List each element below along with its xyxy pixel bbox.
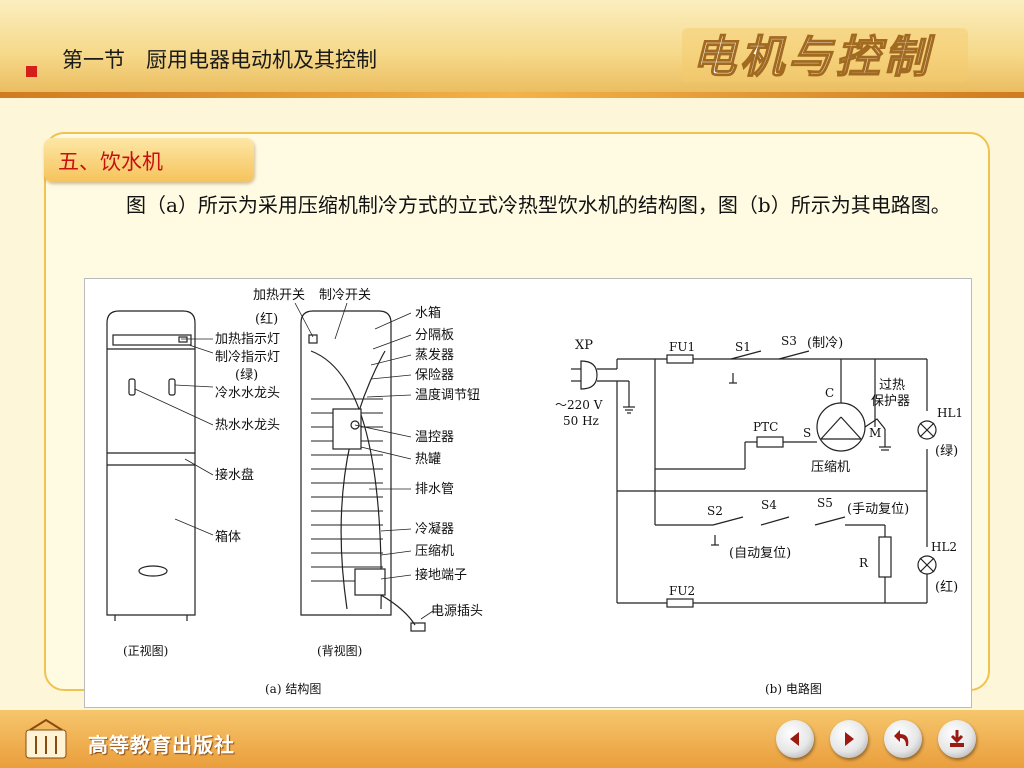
label-cool-lamp: 制冷指示灯 [215,350,280,365]
label-evaporator: 蒸发器 [415,347,454,363]
end-icon [950,730,964,747]
label-s4: S4 [761,498,777,512]
label-m: M [869,426,881,440]
label-freq: 50 Hz [563,414,599,428]
label-s3-note: (制冷) [807,336,843,351]
label-drain-pipe: 排水管 [415,482,454,497]
label-protector: 保险器 [415,368,454,383]
label-thermostat: 温控器 [415,430,454,445]
label-overheat2: 保护器 [871,394,910,409]
label-power-plug: 电源插头 [431,604,483,619]
label-s2-note: (自动复位) [729,546,791,561]
label-s2: S2 [707,504,723,518]
figure-panel: 加热开关 制冷开关 (红) 加热指示灯 制冷指示灯 (绿) 冷水水龙头 热水水龙… [84,278,972,708]
prev-icon [790,732,799,746]
label-water-tank: 水箱 [415,305,441,321]
label-s5-note: (手动复位) [847,502,909,517]
return-icon [894,730,909,746]
section-tag: 五、饮水机 [44,138,254,182]
label-condenser: 冷凝器 [415,521,454,537]
label-front-view: (正视图) [123,643,168,658]
label-fu2: FU2 [669,584,695,598]
bullet-icon [26,66,37,77]
label-drip-tray: 接水盘 [215,467,254,483]
label-s5: S5 [817,496,833,510]
figure-drawing: 加热开关 制冷开关 (红) 加热指示灯 制冷指示灯 (绿) 冷水水龙头 热水水龙… [106,288,963,696]
label-c: C [825,386,834,400]
caption-b: (b) 电路图 [765,681,822,696]
caption-a: (a) 结构图 [265,681,321,696]
label-hot-tank: 热罐 [415,452,441,467]
next-button[interactable] [830,720,868,758]
brand-logo: 电机与控制 [682,28,968,84]
header-bar [0,0,1024,98]
label-cold-tap: 冷水水龙头 [215,386,280,401]
label-hl2-red: (红) [935,579,958,595]
end-button[interactable] [938,720,976,758]
label-xp: XP [575,338,593,353]
label-hl2: HL2 [931,540,957,554]
label-cool-switch: 制冷开关 [319,288,371,303]
label-compressor-b: 压缩机 [811,459,850,475]
label-divider: 分隔板 [415,328,454,343]
label-temp-knob: 温度调节钮 [415,387,480,403]
circuit-drawing [571,350,937,608]
label-cabinet: 箱体 [215,529,241,545]
label-green: (绿) [235,368,258,383]
label-ground-terminal: 接地端子 [415,567,467,583]
label-heat-lamp: 加热指示灯 [215,332,280,347]
prev-button[interactable] [776,720,814,758]
label-ptc: PTC [753,420,778,434]
label-s3: S3 [781,334,797,348]
label-hot-tap: 热水水龙头 [215,418,280,433]
label-overheat1: 过热 [879,378,905,393]
label-hl1: HL1 [937,406,963,420]
description-paragraph: 图（a）所示为采用压缩机制冷方式的立式冷热型饮水机的结构图，图（b）所示为其电路… [126,193,951,217]
label-s1: S1 [735,340,751,354]
label-fu1: FU1 [669,340,695,354]
section-tag-label: 五、饮水机 [58,150,163,174]
label-r: R [859,556,869,570]
back-view-drawing [300,310,426,632]
section-title: 第一节 厨用电器电动机及其控制 [62,48,377,72]
label-heat-switch: 加热开关 [253,288,305,303]
front-view-drawing [106,310,196,621]
label-s: S [803,426,811,440]
label-compressor-a: 压缩机 [415,543,454,559]
return-button[interactable] [884,720,922,758]
label-hl1-green: (绿) [935,444,958,459]
label-voltage: ～220 V [555,398,603,412]
publisher-name: 高等教育出版社 [88,733,235,757]
label-back-view: (背视图) [317,643,362,658]
next-icon [845,732,854,746]
label-red: (红) [255,311,278,327]
publisher-logo-icon [25,718,67,759]
brand-text: 电机与控制 [692,32,935,83]
